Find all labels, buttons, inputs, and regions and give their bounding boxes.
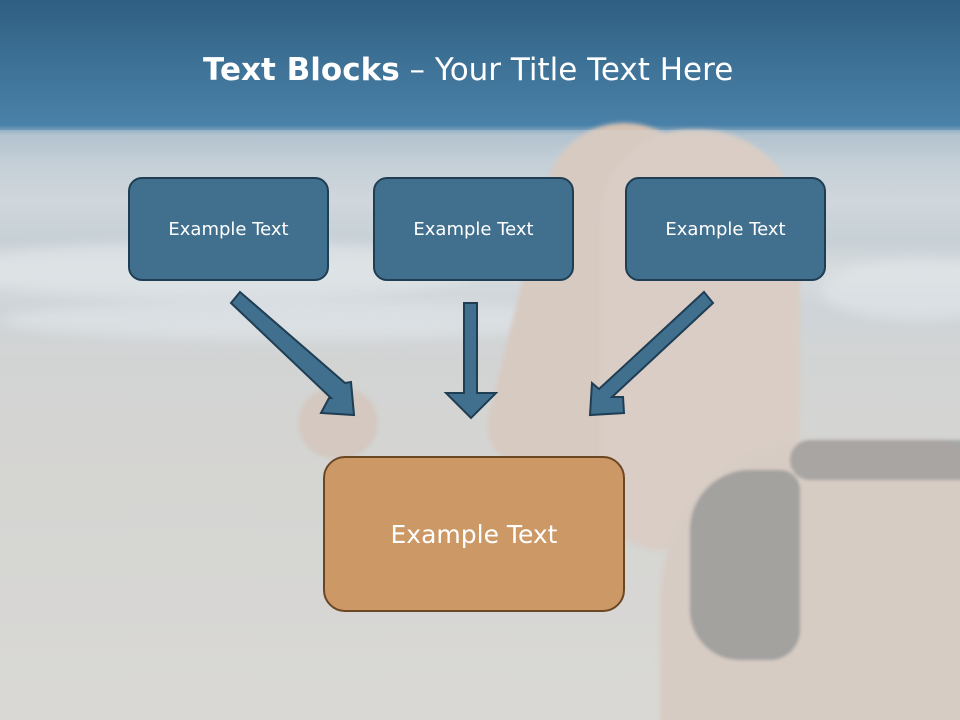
background-photo-bikini — [690, 470, 800, 660]
background-photo-bikini — [790, 440, 960, 480]
text-block-3[interactable]: Example Text — [625, 177, 826, 281]
arrow-down-left-icon — [588, 290, 715, 417]
arrow-down-icon — [443, 302, 499, 420]
target-text-block-label: Example Text — [390, 519, 558, 549]
text-block-2[interactable]: Example Text — [373, 177, 574, 281]
text-block-3-label: Example Text — [665, 218, 786, 240]
slide-title: Text Blocks – Your Title Text Here — [0, 52, 960, 88]
title-bold-text: Text Blocks — [203, 52, 400, 88]
title-text: Your Title Text Here — [434, 52, 734, 88]
text-block-2-label: Example Text — [413, 218, 534, 240]
arrow-down-right-icon — [229, 290, 356, 417]
text-block-1-label: Example Text — [168, 218, 289, 240]
text-block-1[interactable]: Example Text — [128, 177, 329, 281]
title-dash: – — [399, 52, 435, 88]
wave-foam — [0, 300, 600, 340]
target-text-block[interactable]: Example Text — [323, 456, 625, 612]
